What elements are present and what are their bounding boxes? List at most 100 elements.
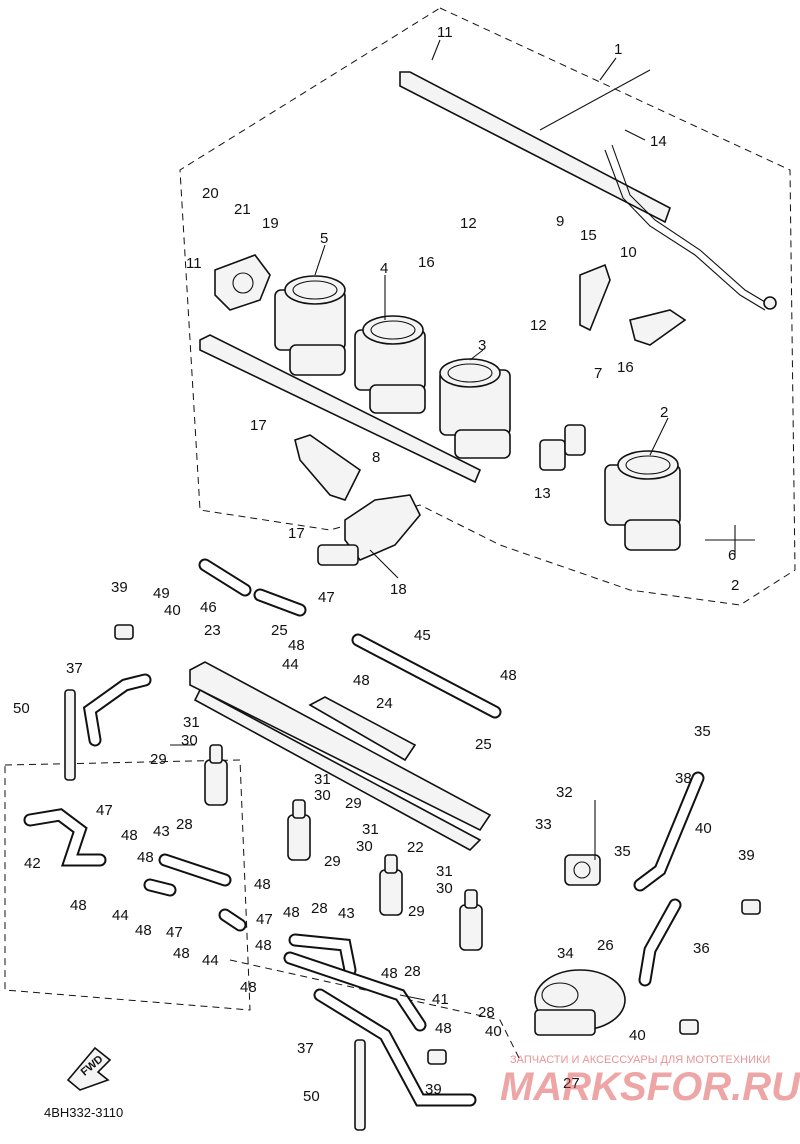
- callout-1: 1: [614, 41, 622, 58]
- throttle-body-2: [604, 450, 681, 551]
- injector-29b: [287, 799, 311, 861]
- callout-5: 5: [320, 230, 328, 247]
- callout-28d: 28: [478, 1004, 495, 1021]
- watermark-main: MARKSFOR.RU: [500, 1065, 800, 1109]
- callout-30c: 30: [356, 838, 373, 855]
- fuel-rail-23: [189, 661, 492, 851]
- callout-36: 36: [693, 940, 710, 957]
- callout-48k: 48: [381, 965, 398, 982]
- callout-29d: 29: [408, 903, 425, 920]
- callout-48b: 48: [353, 672, 370, 689]
- callout-27: 27: [563, 1075, 580, 1092]
- throttle-cable-14: [604, 144, 777, 311]
- callout-20: 20: [202, 185, 219, 202]
- callout-43b: 43: [338, 905, 355, 922]
- callout-6: 6: [728, 547, 736, 564]
- callout-44b: 44: [112, 907, 129, 924]
- callout-labels: 1 2 3 4 5 6 2 7 8 9 10 11 11 12 12 13 14…: [13, 24, 755, 1105]
- callout-28b: 28: [311, 900, 328, 917]
- callout-12b: 12: [530, 317, 547, 334]
- callout-49: 49: [153, 585, 170, 602]
- callout-31c: 31: [362, 821, 379, 838]
- callout-48j: 48: [240, 979, 257, 996]
- callout-29b: 29: [345, 795, 362, 812]
- callout-17b: 17: [288, 525, 305, 542]
- callout-40d: 40: [629, 1027, 646, 1044]
- throttle-link-rail-lower: [199, 334, 482, 484]
- callout-31b: 31: [314, 771, 331, 788]
- injector-29c: [379, 854, 403, 916]
- callout-21: 21: [234, 201, 251, 218]
- callout-50: 50: [13, 700, 30, 717]
- callout-40: 40: [164, 602, 181, 619]
- sync-linkage-13: [539, 424, 586, 471]
- watermark: ЗАПЧАСТИ И АКСЕССУАРЫ ДЛЯ МОТОТЕХНИКИ MA…: [500, 1054, 800, 1109]
- callout-47b: 47: [96, 802, 113, 819]
- callout-19: 19: [262, 215, 279, 232]
- callout-40c: 40: [485, 1023, 502, 1040]
- callout-2: 2: [660, 404, 668, 421]
- callout-30d: 30: [436, 880, 453, 897]
- throttle-body-3: [439, 358, 511, 459]
- callout-48: 48: [288, 637, 305, 654]
- callout-48c: 48: [500, 667, 517, 684]
- throttle-body-4: [354, 315, 426, 414]
- injector-29a: [204, 744, 228, 806]
- callout-38: 38: [675, 770, 692, 787]
- idle-speed-part-18: [317, 494, 421, 566]
- callout-35: 35: [694, 723, 711, 740]
- callout-12: 12: [460, 215, 477, 232]
- callout-48l: 48: [435, 1020, 452, 1037]
- callout-28c: 28: [404, 963, 421, 980]
- leader-lines: [170, 39, 755, 1001]
- throttle-position-sensor-19: [214, 254, 271, 311]
- callout-18: 18: [390, 581, 407, 598]
- callout-22: 22: [407, 839, 424, 856]
- callout-11: 11: [437, 24, 453, 41]
- bracket-17: [294, 434, 362, 501]
- throttle-body-5: [274, 275, 346, 376]
- callout-39: 39: [111, 579, 128, 596]
- callout-46: 46: [200, 599, 217, 616]
- callout-24: 24: [376, 695, 393, 712]
- callout-48h: 48: [254, 876, 271, 893]
- throttle-lever-bracket-16: [579, 263, 687, 346]
- callout-23: 23: [204, 622, 221, 639]
- callout-25b: 25: [475, 736, 492, 753]
- callout-48d: 48: [121, 827, 138, 844]
- callout-4: 4: [380, 260, 388, 277]
- callout-16b: 16: [617, 359, 634, 376]
- callout-30b: 30: [314, 787, 331, 804]
- callout-13: 13: [534, 485, 551, 502]
- callout-34: 34: [557, 945, 574, 962]
- callout-25: 25: [271, 622, 288, 639]
- heat-protector-24: [308, 696, 417, 762]
- callout-11b: 11: [186, 255, 202, 272]
- callout-50b: 50: [303, 1088, 320, 1105]
- callout-9: 9: [556, 213, 564, 230]
- bolts-39: [114, 624, 761, 1065]
- callout-42: 42: [24, 855, 41, 872]
- callout-41: 41: [432, 991, 449, 1008]
- callout-26: 26: [597, 937, 614, 954]
- callout-32: 32: [556, 784, 573, 801]
- callout-47c: 47: [166, 924, 183, 941]
- callout-7: 7: [594, 365, 602, 382]
- callout-39b: 39: [738, 847, 755, 864]
- callout-10: 10: [620, 244, 637, 261]
- cable-ties-50: [64, 689, 366, 1131]
- callout-15: 15: [580, 227, 597, 244]
- forward-arrow-icon: FWD: [66, 1046, 112, 1091]
- callout-28: 28: [176, 816, 193, 833]
- callout-29c: 29: [324, 853, 341, 870]
- assembly-outline-fuel-rail: [4, 759, 521, 1061]
- injector-29d: [459, 889, 483, 951]
- callout-3: 3: [478, 337, 486, 354]
- callout-29: 29: [150, 751, 167, 768]
- callout-37: 37: [66, 660, 83, 677]
- callout-2b: 2: [731, 577, 739, 594]
- callout-31: 31: [183, 714, 200, 731]
- watermark-sub: ЗАПЧАСТИ И АКСЕССУАРЫ ДЛЯ МОТОТЕХНИКИ: [510, 1054, 770, 1066]
- callout-17: 17: [250, 417, 267, 434]
